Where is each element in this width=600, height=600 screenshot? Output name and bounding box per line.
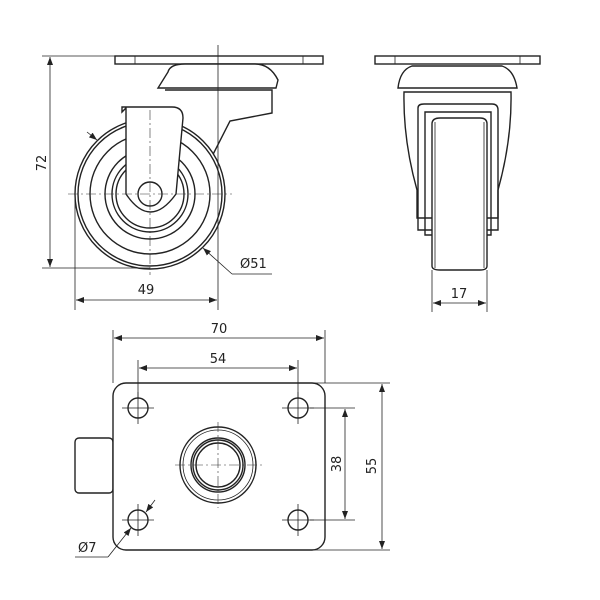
dim-height-label: 72 [35,155,50,172]
side-view: 72 49 Ø51 [35,45,324,310]
front-view: 17 [374,55,541,312]
mounting-plate [112,382,326,551]
dim-hole-diameter-label: Ø7 [78,541,97,556]
fork [121,106,184,213]
dim-wheel-width-label: 17 [451,287,468,302]
dim-wheel-diameter-label: Ø51 [240,257,267,272]
dim-offset-label: 49 [138,283,155,298]
dim-plate-length-label: 55 [365,458,380,475]
top-view: 70 54 38 55 Ø7 [74,322,390,558]
fork-stub [74,437,114,494]
dim-hole-spacing-x-label: 54 [210,352,227,367]
top-plate [114,55,324,65]
dim-hole-spacing-y-label: 38 [330,456,345,473]
dim-plate-width-label: 70 [211,322,228,337]
top-plate-front [374,55,541,65]
wheel-front [431,117,488,271]
swivel-head-front [397,65,518,89]
